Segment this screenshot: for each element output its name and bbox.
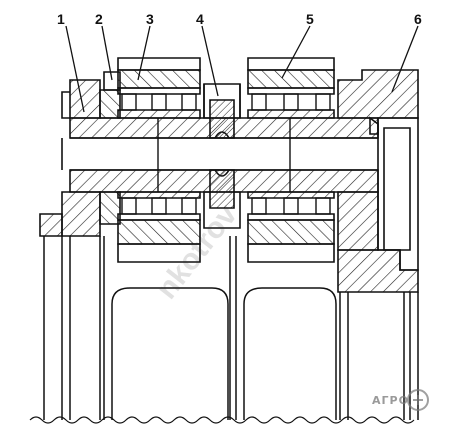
- spacer-ring-lower: [99, 191, 121, 225]
- leader-lines: [65, 25, 419, 113]
- right-race-lower: [247, 191, 335, 263]
- callout-5: 5: [306, 11, 314, 27]
- left-rollers: [121, 93, 197, 215]
- center-pin: [203, 83, 241, 229]
- callout-1: 1: [57, 11, 65, 27]
- right-rollers: [251, 93, 331, 215]
- callout-3: 3: [146, 11, 154, 27]
- left-race-lower: [117, 191, 201, 263]
- break-line: [29, 416, 415, 424]
- callout-2: 2: [95, 11, 103, 27]
- callout-4: 4: [196, 11, 204, 27]
- lower-body: [43, 236, 419, 420]
- badge-emblem-icon: [407, 389, 429, 411]
- spacer-ring-upper: [99, 71, 121, 119]
- housing-cover: [337, 69, 419, 293]
- right-race-upper: [247, 57, 335, 119]
- agro-badge: АГРО: [372, 394, 409, 407]
- left-race-upper: [117, 57, 201, 119]
- callout-6: 6: [414, 11, 422, 27]
